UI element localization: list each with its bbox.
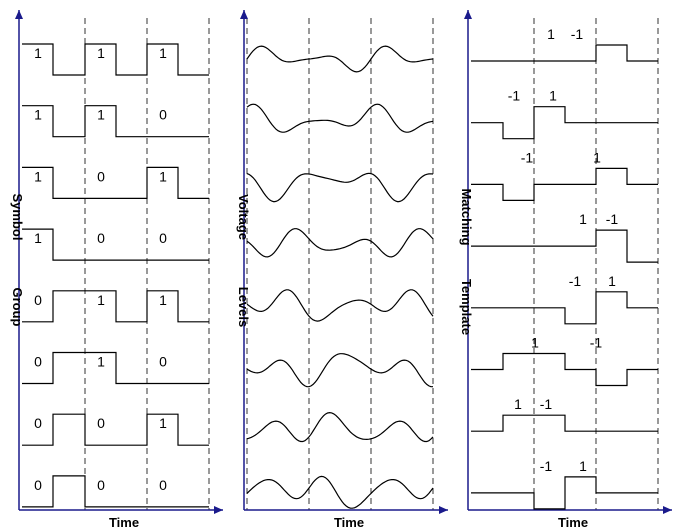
y-axis-label-word: Voltage: [236, 194, 251, 240]
waveform-row: [471, 476, 658, 510]
voltage-waveform: [246, 289, 434, 322]
symbol-value-label: -1: [606, 211, 619, 227]
symbol-value-label: -1: [540, 458, 553, 474]
symbol-value-label: 0: [97, 168, 105, 184]
voltage-waveform: [246, 45, 434, 73]
waveform-row: [22, 228, 209, 261]
symbol-value-label: 0: [159, 107, 167, 123]
symbol-value-label: 1: [97, 292, 105, 308]
symbol-value-label: 1: [34, 230, 42, 246]
waveform-row: [471, 291, 658, 325]
y-axis-label-word: Group: [10, 288, 25, 327]
symbol-value-label: 1: [97, 354, 105, 370]
waveform-row: [22, 351, 209, 385]
symbol-value-label: 1: [608, 273, 616, 289]
symbol-value-label: 1: [159, 45, 167, 61]
symbol-value-label: 1: [593, 149, 601, 165]
voltage-waveform: [246, 228, 434, 258]
symbol-value-label: 1: [579, 211, 587, 227]
voltage-waveform: [246, 172, 434, 203]
waveform-row: [471, 229, 658, 263]
voltage-waveform: [246, 411, 434, 443]
symbol-value-label: 0: [97, 477, 105, 493]
symbol-value-label: 1: [531, 335, 539, 351]
symbol-value-label: 0: [97, 415, 105, 431]
symbol-value-label: 0: [34, 415, 42, 431]
symbol-value-label: 1: [159, 168, 167, 184]
y-axis-label-word: Levels: [236, 287, 251, 327]
symbol-value-label: -1: [590, 335, 603, 351]
waveform-row: [471, 44, 658, 62]
waveform-row: [471, 414, 658, 432]
symbol-value-label: 0: [159, 477, 167, 493]
symbol-value-label: 1: [97, 45, 105, 61]
symbol-value-label: 0: [159, 354, 167, 370]
symbol-value-label: -1: [521, 149, 534, 165]
y-axis-label-word: Template: [459, 279, 474, 335]
waveform-row: [22, 290, 209, 323]
symbol-value-label: 0: [34, 477, 42, 493]
symbol-value-label: 1: [159, 292, 167, 308]
y-axis-label-word: Matching: [459, 188, 474, 245]
symbol-value-label: 1: [34, 168, 42, 184]
voltage-waveform: [246, 103, 434, 133]
waveform-row: [22, 105, 209, 138]
symbol-value-label: 1: [549, 88, 557, 104]
symbol-value-label: -1: [571, 26, 584, 42]
waveform-row: [22, 413, 209, 446]
symbol-value-label: 1: [579, 458, 587, 474]
symbol-value-label: 0: [97, 230, 105, 246]
symbol-value-label: 0: [34, 292, 42, 308]
symbol-value-label: 1: [159, 415, 167, 431]
x-axis-label: Time: [334, 515, 364, 530]
waveform-row: [471, 167, 658, 201]
symbol-value-label: 1: [514, 396, 522, 412]
y-axis-label-word: Symbol: [10, 194, 25, 241]
x-axis-label: Time: [558, 515, 588, 530]
symbol-value-label: 1: [547, 26, 555, 42]
waveform-row: [471, 106, 658, 140]
symbol-value-label: 1: [34, 45, 42, 61]
waveform-row: [22, 166, 209, 199]
symbol-value-label: 0: [34, 354, 42, 370]
symbol-value-label: 1: [97, 107, 105, 123]
x-axis-label: Time: [109, 515, 139, 530]
voltage-waveform: [246, 353, 433, 388]
symbol-value-label: -1: [569, 273, 582, 289]
symbol-value-label: 1: [34, 107, 42, 123]
voltage-waveform: [246, 475, 434, 509]
waveform-row: [471, 352, 658, 387]
waveform-row: [22, 475, 209, 508]
symbol-value-label: -1: [540, 396, 553, 412]
symbol-value-label: -1: [508, 88, 521, 104]
waveform-row: [22, 43, 209, 76]
symbol-value-label: 0: [159, 230, 167, 246]
